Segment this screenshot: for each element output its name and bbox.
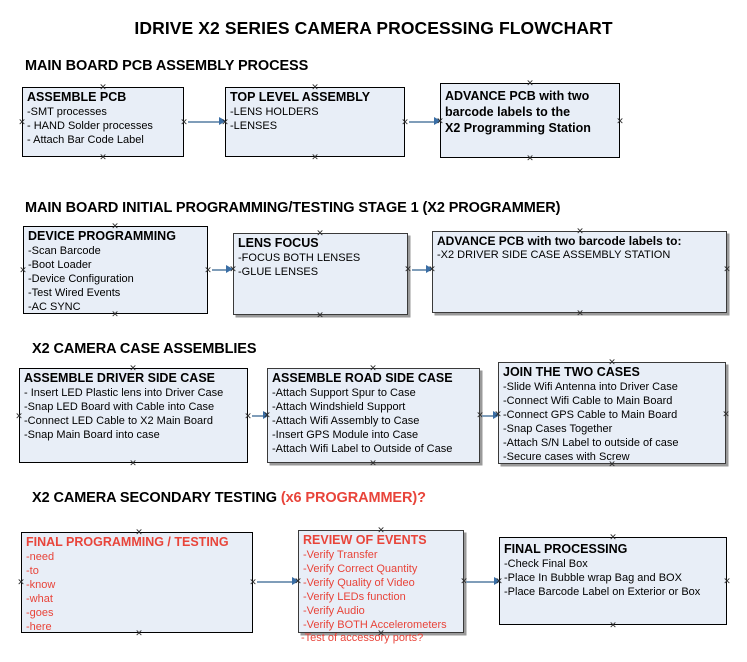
arrowhead-icon bbox=[426, 265, 433, 273]
conn-lens-focus-to-advance-pcb[interactable] bbox=[412, 269, 428, 271]
box-line: -what bbox=[26, 593, 53, 605]
conn-final-programming-to-review[interactable] bbox=[257, 581, 295, 583]
section-header-text: MAIN BOARD PCB ASSEMBLY PROCESS bbox=[25, 58, 309, 74]
box-title: LENS FOCUS bbox=[238, 236, 319, 250]
box-line: - HAND Solder processes bbox=[27, 120, 153, 132]
conn-assemble-pcb-to-top-level[interactable] bbox=[188, 121, 221, 123]
arrowhead-icon bbox=[494, 577, 501, 585]
box-line: -GLUE LENSES bbox=[238, 266, 319, 278]
conn-driver-case-to-road-case[interactable] bbox=[252, 415, 266, 417]
box-title: ADVANCE PCB with two barcode labels to: bbox=[437, 234, 682, 248]
box-line: -Secure cases with Screw bbox=[503, 451, 630, 463]
box-advance-pcb-to-driver-side-case-station[interactable]: ADVANCE PCB with two barcode labels to: … bbox=[432, 231, 727, 313]
box-line: -Connect Wifi Cable to Main Board bbox=[503, 395, 673, 407]
box-line: -Attach Support Spur to Case bbox=[272, 387, 416, 399]
box-line: -X2 DRIVER SIDE CASE ASSEMBLY STATION bbox=[437, 249, 671, 261]
box-line-overflow: -Test of accessory ports? bbox=[301, 632, 424, 644]
box-assemble-driver-side-case[interactable]: ASSEMBLE DRIVER SIDE CASE - Insert LED P… bbox=[19, 368, 248, 463]
box-line: -Place In Bubble wrap Bag and BOX bbox=[504, 572, 682, 584]
arrowhead-icon bbox=[226, 265, 233, 273]
box-line: -need bbox=[26, 551, 55, 563]
arrowhead-icon bbox=[434, 117, 441, 125]
box-line: -here bbox=[26, 621, 52, 633]
section-header-x2-camera-secondary-testing: X2 CAMERA SECONDARY TESTING (x6 PROGRAMM… bbox=[32, 490, 426, 506]
box-line: -Place Barcode Label on Exterior or Box bbox=[504, 586, 701, 598]
box-join-the-two-cases[interactable]: JOIN THE TWO CASES -Slide Wifi Antenna i… bbox=[498, 362, 726, 464]
section-header-x2-camera-case-assemblies: X2 CAMERA CASE ASSEMBLIES bbox=[32, 341, 257, 357]
box-line: -Verify Correct Quantity bbox=[303, 563, 418, 575]
arrowhead-icon bbox=[263, 411, 270, 419]
box-title: FINAL PROGRAMMING / TESTING bbox=[26, 535, 229, 549]
box-line: -Scan Barcode bbox=[28, 245, 101, 257]
box-line: -to bbox=[26, 565, 39, 577]
box-lens-focus[interactable]: LENS FOCUS -FOCUS BOTH LENSES -GLUE LENS… bbox=[233, 233, 408, 315]
section-header-text: MAIN BOARD INITIAL PROGRAMMING/TESTING S… bbox=[25, 200, 561, 216]
box-line: X2 Programming Station bbox=[445, 121, 591, 135]
box-review-of-events[interactable]: REVIEW OF EVENTS -Verify Transfer -Verif… bbox=[298, 530, 464, 633]
box-line: -Attach Wifi Label to Outside of Case bbox=[272, 443, 453, 455]
box-assemble-pcb[interactable]: ASSEMBLE PCB -SMT processes - HAND Solde… bbox=[22, 87, 184, 157]
box-line: barcode labels to the bbox=[445, 105, 571, 119]
box-line: -AC SYNC bbox=[28, 301, 81, 313]
box-line: -FOCUS BOTH LENSES bbox=[238, 252, 361, 264]
arrowhead-icon bbox=[493, 411, 500, 419]
box-title: ASSEMBLE DRIVER SIDE CASE bbox=[24, 371, 216, 385]
box-title: JOIN THE TWO CASES bbox=[503, 365, 640, 379]
box-line: - Insert LED Plastic lens into Driver Ca… bbox=[24, 387, 224, 399]
box-line: -Verify BOTH Accelerometers bbox=[303, 619, 447, 631]
conn-device-programming-to-lens-focus[interactable] bbox=[212, 269, 228, 271]
box-line: -Snap Cases Together bbox=[503, 423, 613, 435]
conn-road-case-to-join-cases[interactable] bbox=[482, 415, 496, 417]
box-line: -Verify Quality of Video bbox=[303, 577, 415, 589]
box-title: ASSEMBLE PCB bbox=[27, 90, 127, 104]
box-line: -Slide Wifi Antenna into Driver Case bbox=[503, 381, 678, 393]
box-line: -Verify LEDs function bbox=[303, 591, 406, 603]
box-line: -Boot Loader bbox=[28, 259, 92, 271]
conn-top-level-to-advance-pcb[interactable] bbox=[409, 121, 437, 123]
box-title: REVIEW OF EVENTS bbox=[303, 533, 427, 547]
box-line: -Connect GPS Cable to Main Board bbox=[503, 409, 678, 421]
page-title: IDRIVE X2 SERIES CAMERA PROCESSING FLOWC… bbox=[134, 18, 613, 38]
box-title: FINAL PROCESSING bbox=[504, 542, 628, 556]
box-line: -SMT processes bbox=[27, 106, 107, 118]
box-title: TOP LEVEL ASSEMBLY bbox=[230, 90, 371, 104]
box-title: ADVANCE PCB with two bbox=[445, 89, 590, 103]
box-line: -Attach S/N Label to outside of case bbox=[503, 437, 679, 449]
box-line: -Snap Main Board into case bbox=[24, 429, 160, 441]
box-line: -LENS HOLDERS bbox=[230, 106, 319, 118]
section-header-text: X2 CAMERA CASE ASSEMBLIES bbox=[32, 341, 257, 357]
box-device-programming[interactable]: DEVICE PROGRAMMING -Scan Barcode -Boot L… bbox=[23, 226, 208, 314]
box-line: -Connect LED Cable to X2 Main Board bbox=[24, 415, 213, 427]
box-final-programming-testing[interactable]: FINAL PROGRAMMING / TESTING -need -to -k… bbox=[21, 532, 253, 633]
arrowhead-icon bbox=[292, 577, 299, 585]
box-line: -Attach Wifi Assembly to Case bbox=[272, 415, 420, 427]
section-header-accent: (x6 PROGRAMMER)? bbox=[280, 490, 426, 506]
section-header-main-board-pcb-assembly: MAIN BOARD PCB ASSEMBLY PROCESS bbox=[25, 58, 308, 74]
box-line: -Device Configuration bbox=[28, 273, 134, 285]
box-line: -Verify Audio bbox=[303, 605, 365, 617]
box-title: DEVICE PROGRAMMING bbox=[28, 229, 176, 243]
box-assemble-road-side-case[interactable]: ASSEMBLE ROAD SIDE CASE -Attach Support … bbox=[267, 368, 480, 463]
box-line: -goes bbox=[26, 607, 54, 619]
section-header-main-board-initial-programming: MAIN BOARD INITIAL PROGRAMMING/TESTING S… bbox=[25, 200, 561, 216]
box-line: - Attach Bar Code Label bbox=[27, 134, 144, 146]
section-header-text: X2 CAMERA SECONDARY TESTING bbox=[32, 490, 281, 506]
box-line: -Check Final Box bbox=[504, 558, 588, 570]
box-line: -Verify Transfer bbox=[303, 549, 378, 561]
box-line: -know bbox=[26, 579, 56, 591]
box-line: -Test Wired Events bbox=[28, 287, 121, 299]
box-final-processing[interactable]: FINAL PROCESSING -Check Final Box -Place… bbox=[499, 537, 727, 625]
box-line: -Insert GPS Module into Case bbox=[272, 429, 419, 441]
box-title: ASSEMBLE ROAD SIDE CASE bbox=[272, 371, 453, 385]
conn-review-to-final-processing[interactable] bbox=[466, 581, 496, 583]
box-line: -LENSES bbox=[230, 120, 278, 132]
box-advance-pcb-to-x2-programming-station[interactable]: ADVANCE PCB with two barcode labels to t… bbox=[440, 83, 620, 158]
box-line: -Attach Windshield Support bbox=[272, 401, 406, 413]
box-top-level-assembly[interactable]: TOP LEVEL ASSEMBLY -LENS HOLDERS -LENSES bbox=[225, 87, 405, 157]
arrowhead-icon bbox=[219, 117, 226, 125]
box-line: -Snap LED Board with Cable into Case bbox=[24, 401, 215, 413]
